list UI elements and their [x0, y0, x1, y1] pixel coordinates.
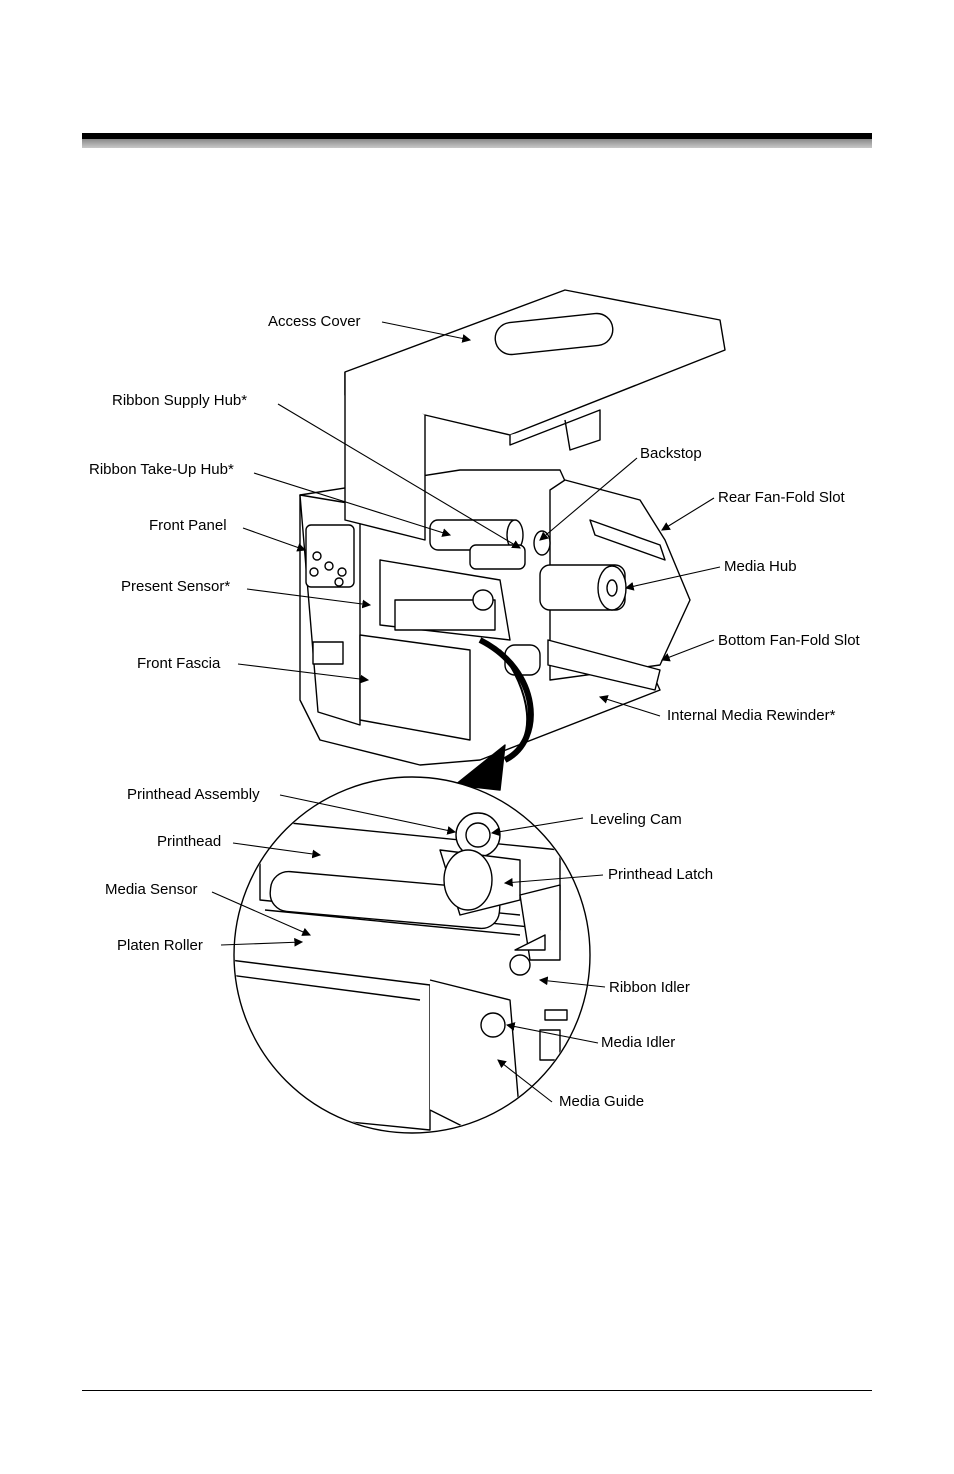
footer-rule	[82, 1390, 872, 1391]
callout-platen-roller: Platen Roller	[117, 937, 203, 955]
callout-bottom-fanfold-slot: Bottom Fan-Fold Slot	[718, 632, 860, 650]
callout-media-hub: Media Hub	[724, 558, 797, 576]
callout-access-cover: Access Cover	[268, 313, 361, 331]
callout-printhead-assembly: Printhead Assembly	[127, 786, 260, 804]
callout-printhead: Printhead	[157, 833, 221, 851]
callout-leveling-cam: Leveling Cam	[590, 811, 682, 829]
callout-media-idler: Media Idler	[601, 1034, 675, 1052]
callout-rear-fanfold-slot: Rear Fan-Fold Slot	[718, 489, 845, 507]
callout-internal-media-rewinder: Internal Media Rewinder*	[667, 707, 835, 725]
callout-printhead-latch: Printhead Latch	[608, 866, 713, 884]
callout-front-fascia: Front Fascia	[137, 655, 220, 673]
callout-front-panel: Front Panel	[149, 517, 227, 535]
callout-present-sensor: Present Sensor*	[121, 578, 230, 596]
callout-ribbon-supply-hub: Ribbon Supply Hub*	[112, 392, 247, 410]
callout-ribbon-takeup-hub: Ribbon Take-Up Hub*	[89, 461, 234, 479]
callout-media-guide: Media Guide	[559, 1093, 644, 1111]
callout-media-sensor: Media Sensor	[105, 881, 198, 899]
callout-ribbon-idler: Ribbon Idler	[609, 979, 690, 997]
callout-backstop: Backstop	[640, 445, 702, 463]
